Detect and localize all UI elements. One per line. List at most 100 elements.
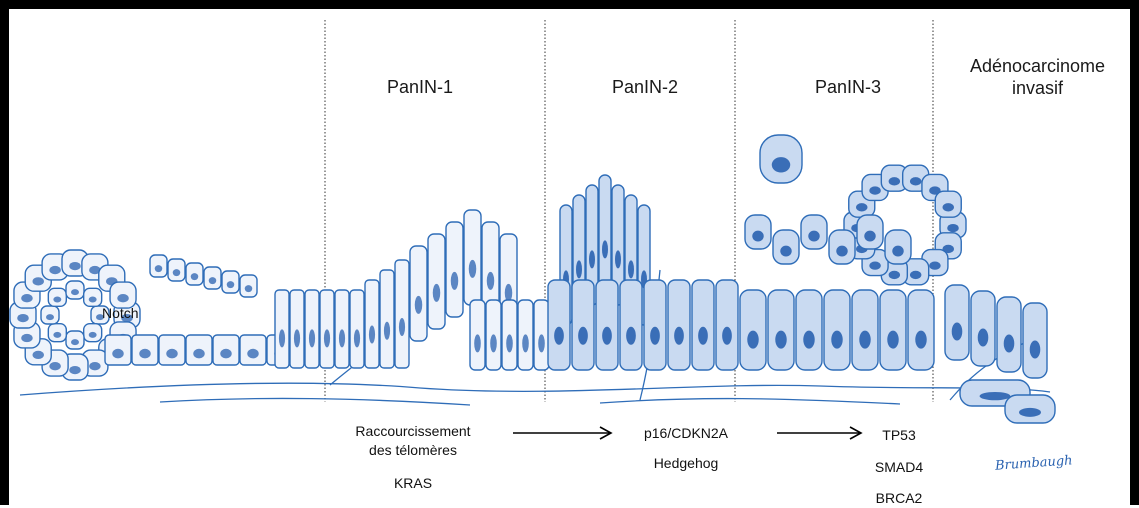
nucleus — [209, 277, 216, 284]
nucleus — [469, 260, 476, 278]
nucleus — [33, 351, 44, 359]
cell — [548, 280, 570, 370]
cell — [668, 280, 690, 370]
nucleus — [399, 318, 405, 336]
cell — [365, 280, 379, 368]
cell — [350, 290, 364, 368]
nucleus — [650, 327, 660, 345]
nucleus — [433, 284, 440, 302]
smad4-label: SMAD4 — [854, 458, 944, 477]
p16-label: p16/CDKN2A — [616, 424, 756, 443]
nucleus — [155, 265, 162, 272]
nucleus — [166, 349, 177, 359]
stage-label-panin3: PanIN-3 — [778, 76, 918, 98]
nucleus — [49, 266, 60, 274]
nucleus — [369, 326, 375, 344]
nucleus — [117, 294, 128, 302]
nucleus — [775, 331, 786, 349]
nucleus — [49, 362, 60, 370]
nucleus — [46, 314, 54, 320]
nucleus — [752, 231, 763, 242]
cell — [410, 246, 427, 341]
nucleus — [506, 334, 513, 352]
nucleus — [915, 331, 926, 349]
nucleus — [747, 331, 758, 349]
nucleus — [859, 331, 870, 349]
nucleus — [384, 322, 390, 340]
nucleus — [193, 349, 204, 359]
nucleus — [490, 334, 497, 352]
cell — [572, 280, 594, 370]
nucleus — [191, 273, 198, 280]
cell — [335, 290, 349, 368]
nucleus — [628, 260, 634, 278]
cell — [599, 175, 611, 295]
hedgehog-label: Hedgehog — [616, 454, 756, 473]
nucleus — [947, 224, 958, 232]
nucleus — [173, 269, 180, 276]
nucleus — [1004, 335, 1015, 353]
cell — [796, 290, 822, 370]
kras-label: KRAS — [348, 474, 478, 493]
nucleus — [864, 231, 875, 242]
cell — [824, 290, 850, 370]
nucleus — [139, 349, 150, 359]
nucleus — [71, 289, 79, 295]
nucleus — [576, 260, 582, 278]
nucleus — [831, 331, 842, 349]
nucleus — [892, 246, 903, 257]
nucleus — [1019, 408, 1041, 417]
nucleus — [929, 261, 940, 269]
nucleus — [309, 329, 315, 347]
nucleus — [69, 262, 80, 270]
nucleus — [415, 296, 422, 314]
nucleus — [602, 327, 612, 345]
cell — [740, 290, 766, 370]
nucleus — [803, 331, 814, 349]
nucleus — [538, 334, 545, 352]
nucleus — [698, 327, 708, 345]
nucleus — [279, 329, 285, 347]
stage-label-panin1: PanIN-1 — [350, 76, 490, 98]
nucleus — [626, 327, 636, 345]
nucleus — [245, 285, 252, 292]
cell — [768, 290, 794, 370]
nucleus — [89, 296, 97, 302]
nucleus — [339, 329, 345, 347]
cell — [380, 270, 394, 368]
nucleus — [869, 261, 880, 269]
nucleus — [674, 327, 684, 345]
nucleus — [53, 296, 61, 302]
nucleus — [53, 332, 61, 338]
cell — [620, 280, 642, 370]
nucleus — [294, 329, 300, 347]
nucleus — [780, 246, 791, 257]
nucleus — [836, 246, 847, 257]
nucleus — [354, 329, 360, 347]
cell — [908, 290, 934, 370]
nucleus — [227, 281, 234, 288]
nucleus — [889, 271, 900, 279]
notch-label: Notch — [102, 305, 139, 321]
nucleus — [89, 362, 100, 370]
cell — [464, 210, 481, 305]
nucleus — [21, 334, 32, 342]
cell — [692, 280, 714, 370]
nucleus — [1030, 341, 1041, 359]
nucleus — [978, 329, 989, 347]
nucleus — [952, 323, 963, 341]
nucleus — [71, 339, 79, 345]
nucleus — [324, 329, 330, 347]
nucleus — [112, 349, 123, 359]
nucleus — [869, 186, 880, 194]
nucleus — [615, 250, 621, 268]
nucleus — [487, 272, 494, 290]
nucleus — [69, 366, 80, 374]
cell — [644, 280, 666, 370]
cell — [880, 290, 906, 370]
nucleus — [943, 203, 954, 211]
nucleus — [602, 240, 608, 258]
nucleus — [910, 271, 921, 279]
nucleus — [856, 203, 867, 211]
nucleus — [554, 327, 564, 345]
